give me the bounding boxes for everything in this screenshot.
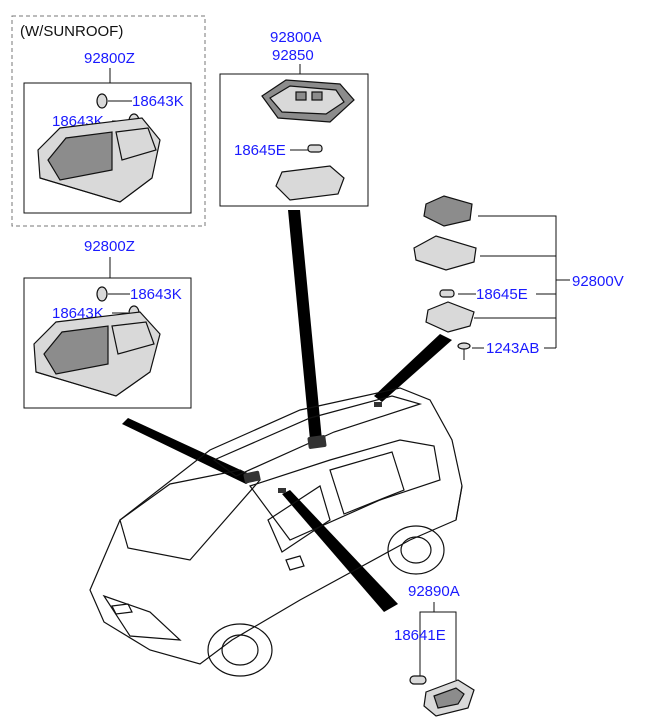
map-lamp-part-no[interactable]: 92800Z xyxy=(84,238,135,255)
console-lamp-icon xyxy=(261,79,355,123)
room-lamp-screw-label[interactable]: 1243AB xyxy=(486,340,539,357)
console-part-no-2[interactable]: 92850 xyxy=(272,47,314,64)
room-lamp-part-no[interactable]: 92800V xyxy=(572,273,624,290)
room-lamp-lens-icon xyxy=(425,301,475,333)
console-pointer xyxy=(288,210,322,440)
sunroof-lamp-icon xyxy=(37,117,161,203)
sunroof-dashed-frame xyxy=(11,15,206,227)
room-lamp-body-icon xyxy=(413,235,477,271)
sunroof-bulb-top-label[interactable]: 18643K xyxy=(132,93,184,110)
cargo-lamp-bulb-label[interactable]: 18641E xyxy=(394,627,446,644)
cargo-lamp-part-no[interactable]: 92890A xyxy=(408,583,460,600)
room-lamp-group: 92800V 18645E 1243AB xyxy=(413,195,624,360)
map-lamp-pointer xyxy=(122,418,258,484)
cargo-lamp-pointer xyxy=(282,490,398,612)
room-lamp-screw-icon xyxy=(457,342,471,360)
map-bulb-top-label[interactable]: 18643K xyxy=(130,286,182,303)
pointer-wedges xyxy=(122,210,452,612)
sunroof-note: (W/SUNROOF) xyxy=(20,23,123,40)
console-lens-icon xyxy=(275,165,345,201)
sunroof-part-no[interactable]: 92800Z xyxy=(84,50,135,67)
room-lamp-bulb-icon xyxy=(439,289,455,298)
map-lamp-group: 92800Z 18643K 18643K xyxy=(23,238,192,409)
map-bulb-top-icon xyxy=(96,286,130,302)
room-lamp-pointer xyxy=(374,334,452,402)
cargo-lamp-icon xyxy=(423,679,475,717)
sunroof-bulb-top-icon xyxy=(96,93,132,109)
room-lamp-bracket xyxy=(458,215,570,349)
console-group: 92800A 92850 18645E xyxy=(219,29,369,207)
console-bulb-label[interactable]: 18645E xyxy=(234,142,286,159)
cargo-lamp-bracket xyxy=(419,602,457,680)
cargo-lamp-group: 92890A 18641E xyxy=(394,583,475,717)
console-bulb-icon xyxy=(307,144,323,153)
room-lamp-bulb-label[interactable]: 18645E xyxy=(476,286,528,303)
console-part-no-1[interactable]: 92800A xyxy=(270,29,322,46)
map-lamp-icon xyxy=(33,311,161,397)
cargo-lamp-bulb-icon xyxy=(409,675,427,685)
vehicle-icon xyxy=(89,387,463,677)
sunroof-group: (W/SUNROOF) 92800Z 18643K 18643K xyxy=(11,15,206,227)
room-lamp-housing-icon xyxy=(423,195,473,227)
